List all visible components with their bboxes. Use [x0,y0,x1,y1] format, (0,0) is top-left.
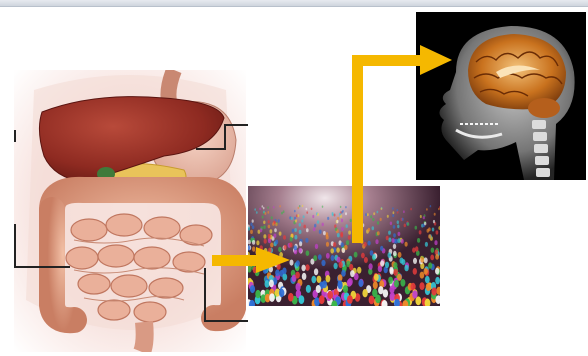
gut-microbiota-image [248,186,440,306]
leader-line-stomach-v [224,124,226,150]
leader-line-colon-h [204,320,248,322]
digestive-system-image [14,70,246,352]
leader-line-colon-v [204,268,206,322]
leader-line-left-top [14,130,16,142]
leader-line-stomach-h1 [196,148,226,150]
brain-xray-image [416,12,586,180]
window-top-edge [0,0,588,7]
leader-line-left-horizontal [14,266,70,268]
leader-line-stomach-h2 [224,124,248,126]
leader-line-left-vertical [14,224,16,266]
